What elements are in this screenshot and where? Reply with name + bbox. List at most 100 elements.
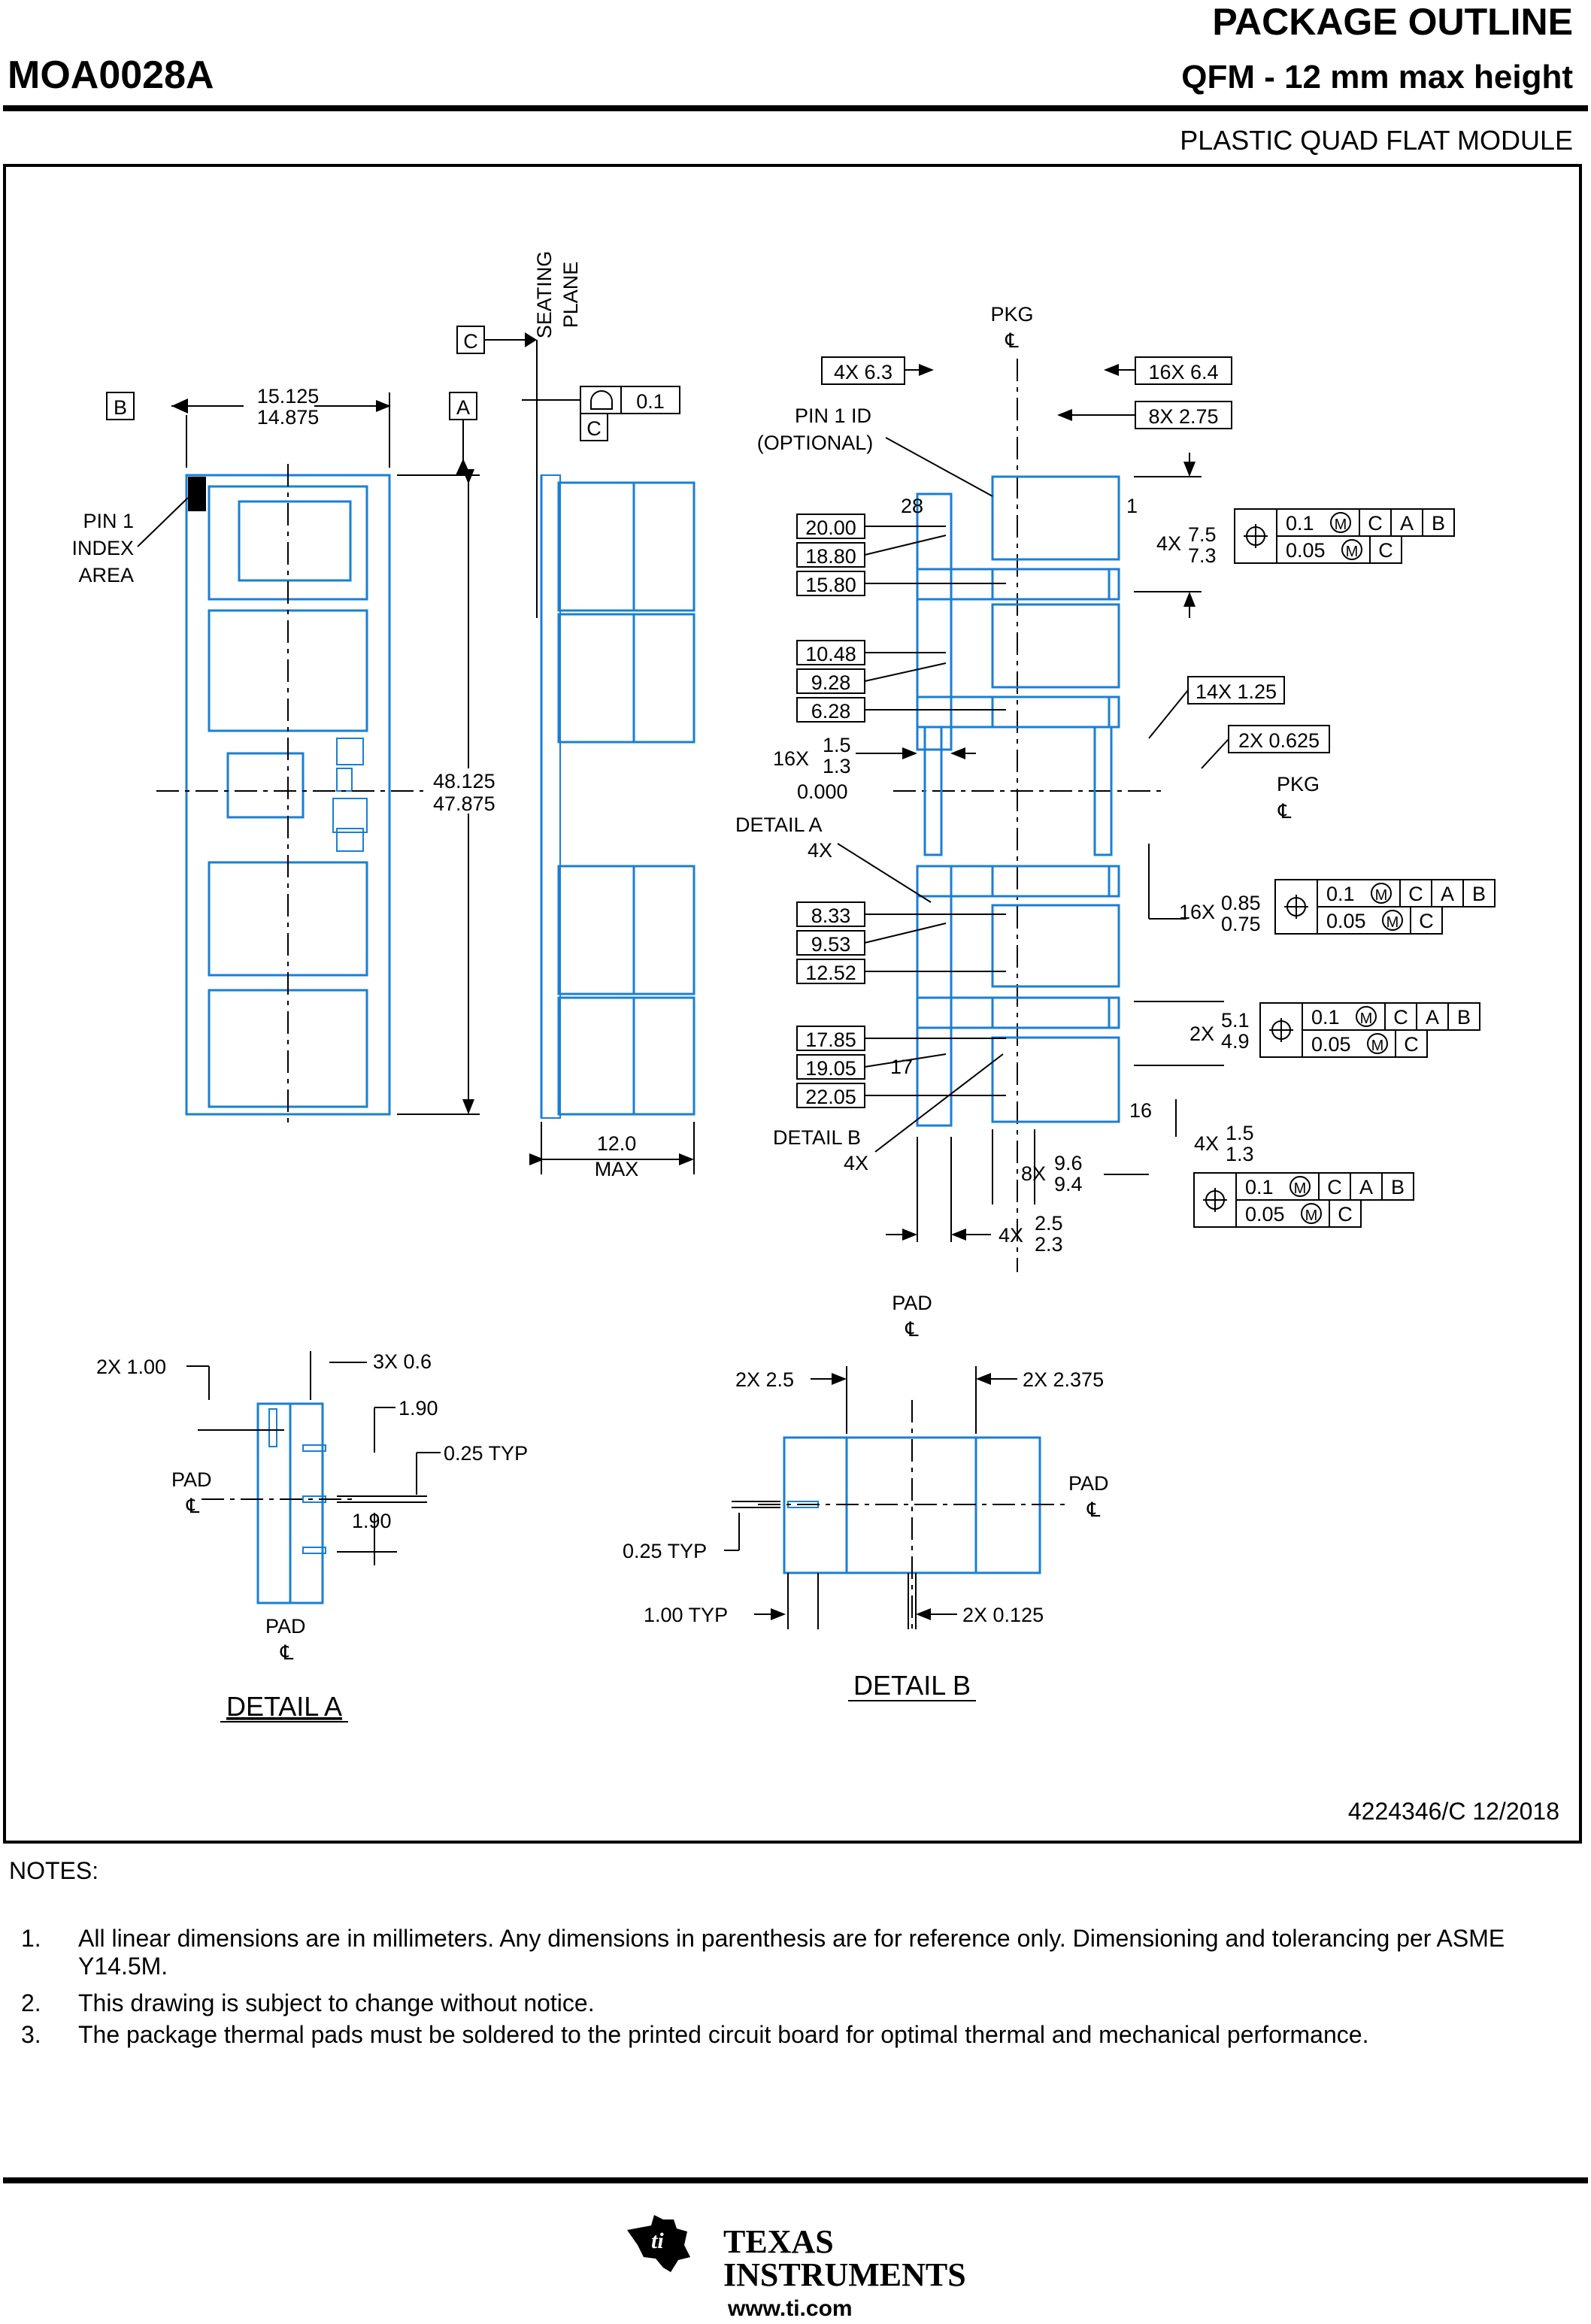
fcf3-d3: B [1457, 1006, 1471, 1029]
ycoord: 9.53 [811, 933, 851, 956]
dim4x-max: 7.5 [1188, 523, 1217, 546]
width-max: 15.125 [257, 385, 320, 408]
note-number: 2. [21, 1989, 41, 2016]
fcf2-mod1: M [1375, 887, 1388, 904]
dim4x-prefix: 4X [1156, 532, 1181, 555]
note-number: 1. [21, 1925, 41, 1952]
ycoord: 17.85 [805, 1029, 856, 1051]
fcf-1: 0.1 M C A B 0.05 M C [1234, 508, 1455, 564]
detail-b-count: 4X [844, 1152, 868, 1174]
seating-label-2: PLANE [559, 262, 582, 329]
dim4xc-max: 2.5 [1035, 1212, 1063, 1235]
da-pad-bottom: PAD [265, 1615, 306, 1638]
dim-14x: 14X 1.25 [1196, 680, 1277, 703]
dim-2x-0625: 2X 0.625 [1238, 729, 1320, 752]
pitch-16x: 16X 6.4 [1148, 361, 1218, 383]
ycoord: 6.28 [811, 700, 851, 723]
height-value: 12.0 [597, 1132, 637, 1155]
fcf1-row2-value: 0.05 [1286, 539, 1326, 562]
detail-b-ref: DETAIL B [773, 1126, 861, 1149]
top-view: B 15.125 14.875 A 48.125 47.875 PIN 1 IN… [71, 385, 495, 1126]
pad16x-prefix: 16X [773, 747, 809, 770]
db-dim-2x-2375: 2X 2.375 [1023, 1368, 1104, 1391]
note-item: 3. The package thermal pads must be solde… [21, 2021, 1552, 2049]
pitch-8x: 8X 2.75 [1148, 405, 1218, 428]
pad16x-min: 1.3 [823, 755, 851, 777]
seating-label-1: SEATING [533, 251, 556, 339]
db-dim-100: 1.00 TYP [644, 1604, 728, 1626]
ycoord: 19.05 [805, 1057, 856, 1080]
datum-c-box [456, 326, 485, 354]
dim4xb-min: 1.3 [1226, 1143, 1254, 1165]
fcf-3: 0.1 M C A B 0.05 M C [1259, 1002, 1480, 1058]
drawing-frame: B 15.125 14.875 A 48.125 47.875 PIN 1 IN… [3, 164, 1582, 1844]
fcf1-row1-value: 0.1 [1286, 512, 1314, 535]
fcf1-d3: B [1432, 512, 1445, 535]
pin1-index-line1: PIN 1 [83, 510, 134, 532]
length-max: 48.125 [433, 770, 495, 792]
dim2x-min: 4.9 [1221, 1030, 1250, 1053]
da-pad-left-cl: ℄ [186, 1495, 200, 1517]
note-item: 2. This drawing is subject to change with… [21, 1989, 1552, 2017]
dim16x-prefix: 16X [1179, 901, 1215, 923]
ycoord: 15.80 [805, 574, 856, 596]
datum-b-label: B [114, 396, 127, 419]
side-view: SEATING PLANE C 0.1 C 12.0 MAX [456, 251, 695, 1180]
ycoords-bottom: 8.33 9.53 12.52 17.85 19.05 22.05 [796, 901, 1006, 1108]
dim8x-max: 9.6 [1054, 1152, 1083, 1174]
page-title: PACKAGE OUTLINE [1212, 1, 1573, 43]
fcf2-row1-value: 0.1 [1326, 883, 1355, 905]
fcf4-d2: A [1359, 1176, 1373, 1198]
db-dim-2x-0125: 2X 0.125 [962, 1604, 1044, 1626]
da-dim-190-top: 1.90 [399, 1397, 438, 1420]
ycoord: 9.28 [811, 671, 851, 694]
land-pattern-view: PKG ℄ 28 1 17 16 4X 6.3 16X 6.4 8X 2.75 [735, 303, 1496, 1272]
ycoords-top: 20.00 18.80 15.80 10.48 9.28 6.28 [796, 514, 1006, 723]
fcf1-d1: C [1368, 512, 1383, 535]
note-number: 3. [21, 2021, 41, 2048]
origin: 0.000 [797, 780, 848, 803]
fcf3-d1: C [1393, 1006, 1408, 1029]
pkg-cl-top: ℄ [1005, 329, 1019, 352]
ycoord: 18.80 [805, 545, 856, 568]
pitch-4x: 4X 6.3 [834, 361, 892, 383]
da-dim-3x: 3X 0.6 [373, 1350, 432, 1373]
pkg-cl-right: ℄ [1277, 800, 1292, 823]
fcf-2: 0.1 M C A B 0.05 M C [1274, 879, 1496, 935]
fcf4-d3: B [1391, 1176, 1405, 1198]
fcf4-row1-value: 0.1 [1245, 1176, 1274, 1198]
fcf3-row1-value: 0.1 [1311, 1006, 1340, 1029]
note-text: This drawing is subject to change withou… [78, 1989, 595, 2016]
dim8x-min: 9.4 [1054, 1173, 1083, 1195]
pin1-optional: (OPTIONAL) [757, 432, 874, 454]
pin1-index-marker [188, 477, 206, 511]
height-max: MAX [595, 1158, 639, 1180]
company-line2: INSTRUMENTS [723, 2256, 966, 2293]
da-dim-025: 0.25 TYP [444, 1442, 528, 1465]
detail-a-count: 4X [808, 839, 832, 862]
company-line1: TEXAS [723, 2223, 834, 2260]
pad16x-max: 1.5 [823, 734, 851, 756]
datum-c-label: C [463, 330, 478, 353]
detail-a-ref: DETAIL A [735, 814, 823, 836]
notes-title: NOTES: [9, 1857, 99, 1884]
pin1-id: PIN 1 ID [795, 405, 871, 427]
fcf4-mod1: M [1294, 1180, 1307, 1197]
footer-rule [3, 2177, 1588, 2183]
fcf1-mod2: M [1346, 544, 1359, 560]
company-url[interactable]: www.ti.com [728, 2296, 853, 2321]
dim4xb-prefix: 4X [1194, 1132, 1219, 1155]
note-item: 1.All linear dimensions are in millimete… [21, 1925, 1552, 1980]
fcf2-mod2: M [1386, 914, 1399, 931]
dim16x-min: 0.75 [1221, 913, 1261, 935]
dim16x-max: 0.85 [1221, 892, 1261, 914]
company-name: TEXAS INSTRUMENTS [723, 2226, 966, 2292]
fcf3-d4: C [1404, 1033, 1419, 1056]
db-dim-025: 0.25 TYP [623, 1540, 707, 1562]
detail-a: 2X 1.00 3X 0.6 1.90 0.25 TYP 1.90 PAD ℄ … [96, 1350, 528, 1723]
ycoord: 10.48 [805, 643, 856, 665]
fcf1-d2: A [1400, 512, 1414, 535]
note-text: The package thermal pads must be soldere… [78, 2021, 1369, 2048]
dim4xc-min: 2.3 [1035, 1233, 1063, 1256]
flatness-datum: C [586, 417, 602, 440]
